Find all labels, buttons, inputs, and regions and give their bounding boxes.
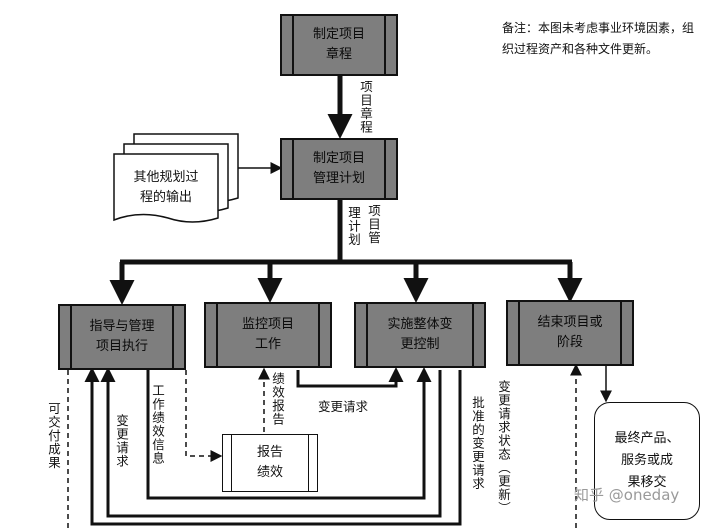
flow-label-approved-changes: 批准的变更请求 <box>470 396 485 491</box>
monitor-change-request-line <box>296 367 404 388</box>
performance-report-box: 报告 绩效 <box>222 434 318 492</box>
diagram-note: 备注：本图未考虑事业环境因素，组织过程资产和各种文件更新。 <box>502 21 695 56</box>
process-direct-execute: 指导与管理 项目执行 <box>58 304 186 370</box>
flow-label-execute-change-requests: 变更请求 <box>114 414 129 468</box>
work-performance-line <box>185 370 223 462</box>
process-develop-charter-label: 制定项目 章程 <box>312 27 365 62</box>
final-product-box: 最终产品、 服务或成 果移交 <box>594 402 700 520</box>
execute-change-request-line <box>146 367 432 500</box>
approved-change-line <box>84 367 462 526</box>
flow-label-work-performance: 工作绩效信息 <box>150 384 165 465</box>
other-plans-label: 其他规划过 程的输出 <box>133 170 199 205</box>
process-monitor-control: 监控项目 工作 <box>204 302 332 368</box>
process-direct-execute-label: 指导与管理 项目执行 <box>89 319 155 354</box>
flow-label-plan-col1: 项目管 <box>366 204 381 245</box>
flow-label-change-status: 变更请求状态（更新） <box>496 380 511 515</box>
process-integrated-change-control-label: 实施整体变 更控制 <box>387 317 453 352</box>
process-develop-charter: 制定项目 章程 <box>280 14 398 76</box>
watermark: 知乎 @oneday <box>574 486 680 504</box>
process-close-project-label: 结束项目或 阶段 <box>537 315 603 350</box>
other-plans-document-stack <box>113 133 239 223</box>
process-develop-plan: 制定项目 管理计划 <box>280 138 398 200</box>
flow-label-performance-reports: 绩效报告 <box>270 372 285 426</box>
process-integrated-change-control: 实施整体变 更控制 <box>354 302 486 368</box>
flow-label-plan-col2: 理计划 <box>346 206 361 247</box>
flow-label-charter: 项目章程 <box>358 80 373 134</box>
process-develop-plan-label: 制定项目 管理计划 <box>312 151 365 186</box>
flow-label-deliverables: 可交付成果 <box>46 402 61 470</box>
process-close-project: 结束项目或 阶段 <box>506 300 634 366</box>
flow-label-monitor-change-requests: 变更请求 <box>318 399 369 414</box>
process-monitor-control-label: 监控项目 工作 <box>241 317 294 352</box>
change-status-line <box>100 367 442 518</box>
